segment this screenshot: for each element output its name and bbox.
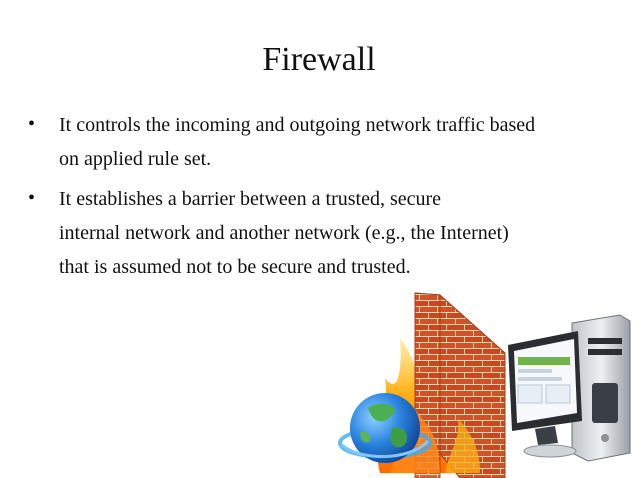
- bullet-line: It establishes a barrier between a trust…: [59, 188, 442, 210]
- bullet-marker: •: [28, 187, 36, 209]
- bullet-marker: •: [28, 113, 36, 135]
- firewall-illustration: [338, 292, 631, 478]
- bullet-line: internal network and another network (e.…: [59, 222, 509, 244]
- bullet-line: that is assumed not to be secure and tru…: [59, 256, 411, 278]
- bullet-line: on applied rule set.: [59, 148, 212, 170]
- bullet-line: It controls the incoming and outgoing ne…: [59, 114, 536, 136]
- bullet-item: • It controls the incoming and outgoing …: [28, 108, 628, 176]
- slide-title: Firewall: [262, 41, 376, 78]
- bullet-list: • It controls the incoming and outgoing …: [28, 108, 628, 290]
- bullet-item: • It establishes a barrier between a tru…: [28, 182, 628, 284]
- computer-icon: [508, 314, 631, 462]
- globe-icon: [338, 393, 432, 463]
